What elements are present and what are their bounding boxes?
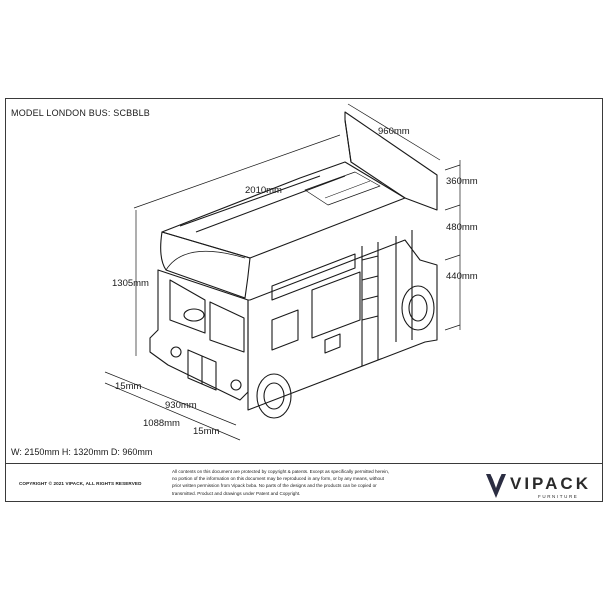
dim-line-length (133, 134, 341, 209)
steering-wheel (183, 308, 205, 322)
brand-subtitle: FURNITURE (538, 494, 579, 499)
side-cutout (311, 271, 361, 339)
side-window-upper (271, 253, 356, 301)
copyright-notice: COPYRIGHT © 2021 VIPACK, ALL RIGHTS RESE… (19, 481, 142, 486)
front-roof (160, 231, 251, 299)
dim-lower-height: 440mm (446, 271, 478, 282)
legal-line: transmitted. Product and drawings under … (172, 490, 301, 496)
dim-upper-gap: 480mm (446, 222, 478, 233)
rear-wheel (401, 285, 435, 331)
brand-logo: VIPACK FURNITURE (484, 470, 596, 504)
dim-length: 2010mm (245, 185, 282, 196)
legal-notice: All contents on this document are protec… (172, 468, 462, 497)
dim-depth: 960mm (378, 126, 410, 137)
front-door (187, 349, 217, 391)
overall-dimensions: W: 2150mm H: 1320mm D: 960mm (11, 447, 153, 457)
footer-divider (5, 463, 603, 464)
dim-total-height: 1305mm (112, 278, 149, 289)
ladder (361, 242, 379, 366)
side-panel (247, 239, 438, 411)
legal-line: All contents on this document are protec… (172, 469, 390, 474)
dim-inner-width: 930mm (165, 400, 197, 411)
dim-offset-bottom: 15mm (193, 426, 220, 437)
dim-top-rail: 360mm (446, 176, 478, 187)
dim-line-depth (347, 103, 441, 161)
model-title: MODEL LONDON BUS: SCBBLB (11, 108, 151, 118)
headlight-right (230, 379, 242, 391)
front-wheel (256, 373, 292, 419)
upper-deck-surface (161, 161, 406, 259)
front-window-right (209, 301, 245, 353)
dim-outer-width: 1088mm (143, 418, 180, 429)
dim-line-bottom (104, 382, 241, 441)
brand-name: VIPACK (510, 474, 591, 493)
legal-line: no portion of the information on this do… (172, 476, 384, 482)
front-window-left (169, 279, 206, 334)
drawing-frame (5, 98, 603, 502)
vipack-logo-icon (486, 473, 506, 498)
dim-offset-left: 15mm (115, 381, 142, 392)
headlight-left (170, 346, 182, 358)
legal-line: prior written permission from Vipack bvb… (172, 483, 377, 489)
side-window-lower (271, 309, 299, 351)
